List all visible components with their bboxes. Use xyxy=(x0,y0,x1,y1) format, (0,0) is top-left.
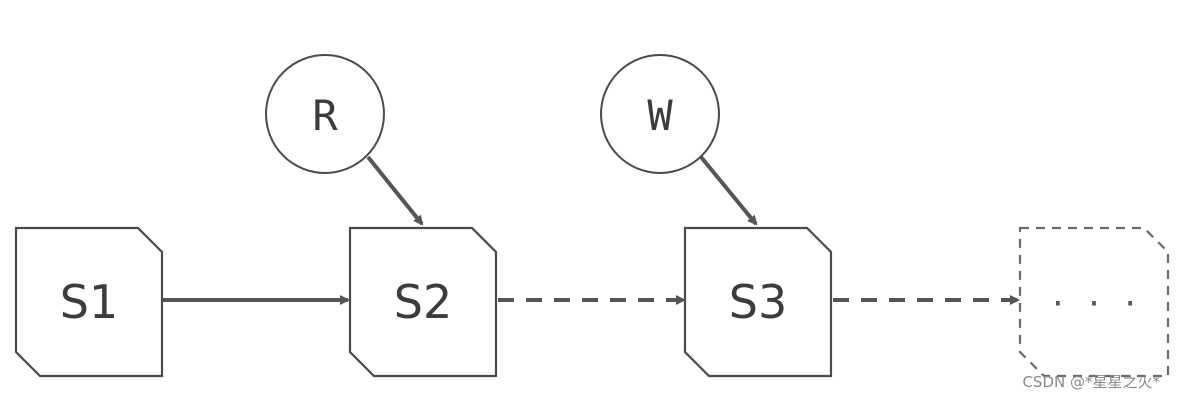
state-label-s1: S1 xyxy=(60,275,118,329)
state-node-s3: S3 xyxy=(683,226,833,378)
state-node-more: · · · xyxy=(1018,226,1170,378)
state-label-s2: S2 xyxy=(394,275,452,329)
state-node-s2: S2 xyxy=(348,226,498,378)
write-node: W xyxy=(600,54,720,174)
edge-write-s3 xyxy=(699,155,758,226)
read-node: R xyxy=(265,54,385,174)
edge-read-s2 xyxy=(366,155,424,226)
read-label: R xyxy=(312,91,338,140)
write-label: W xyxy=(647,91,673,140)
state-node-s1: S1 xyxy=(14,226,164,378)
watermark: CSDN @*星星之火* xyxy=(1022,373,1160,391)
ellipsis-label: · · · xyxy=(1049,287,1139,322)
state-label-s3: S3 xyxy=(729,275,787,329)
